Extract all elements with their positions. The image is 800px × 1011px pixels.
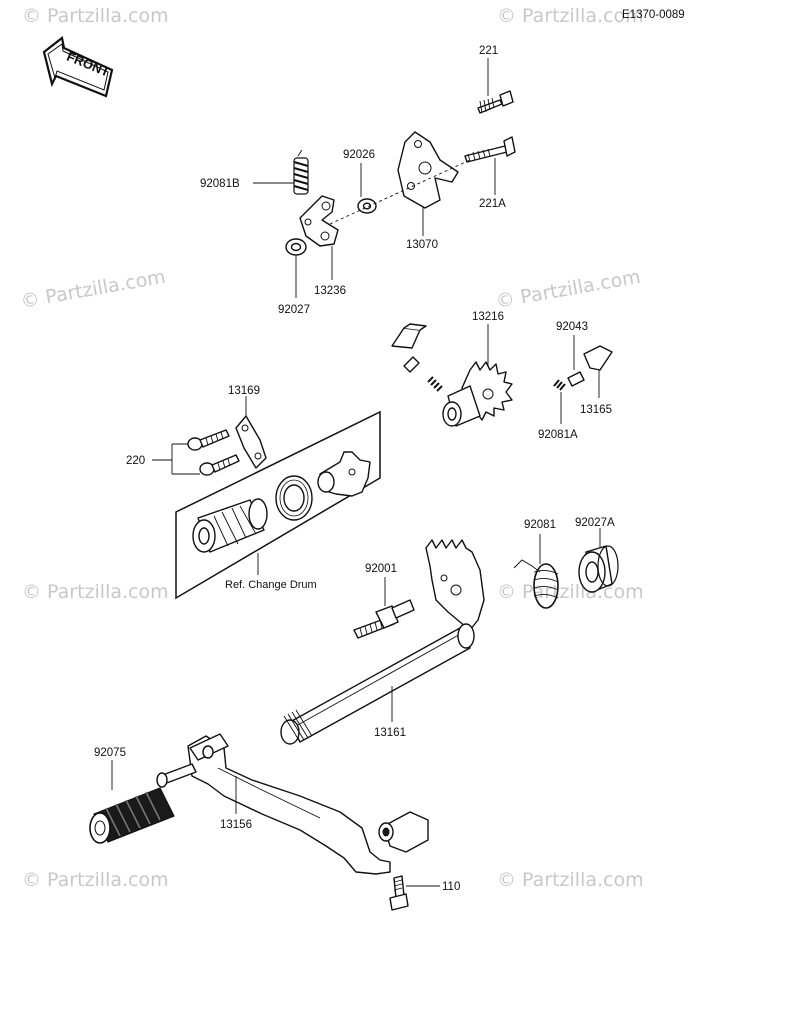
label-92001: 92001 <box>365 563 397 575</box>
collar-92027-icon <box>285 238 307 256</box>
label-92027: 92027 <box>278 304 310 316</box>
label-13165: 13165 <box>580 404 612 416</box>
cam-plate-icon <box>317 451 371 497</box>
washer-92026-icon <box>357 198 377 214</box>
pawl-13165-icon <box>583 345 613 371</box>
watermark: © Partzilla.com <box>19 266 167 313</box>
spring-92081B-icon <box>293 149 309 195</box>
shift-shaft-13161-icon <box>280 539 485 745</box>
screw-220-icon <box>187 429 230 451</box>
label-92075: 92075 <box>94 747 126 759</box>
gear-13216-icon <box>442 361 513 427</box>
spring-92081A-icon <box>553 379 566 391</box>
label-92026: 92026 <box>343 149 375 161</box>
rubber-92075-icon <box>89 787 175 844</box>
ref-change-drum-panel <box>175 410 381 600</box>
bearing-icon <box>275 475 313 521</box>
label-13236: 13236 <box>314 285 346 297</box>
label-110: 110 <box>442 881 460 893</box>
label-13156: 13156 <box>220 819 252 831</box>
label-92027A: 92027A <box>575 517 615 529</box>
screw-220-icon <box>199 454 240 476</box>
label-13161: 13161 <box>374 727 406 739</box>
spring-small-icon <box>427 376 443 392</box>
bolt-221A-icon <box>464 136 516 163</box>
plate-13169-icon <box>235 415 267 469</box>
bolt-92001-icon <box>353 599 415 639</box>
diagram-code: E1370-0089 <box>622 9 685 21</box>
watermark: © Partzilla.com <box>497 869 644 891</box>
pin-icon <box>403 356 420 373</box>
front-arrow-icon: FRONT <box>42 36 114 98</box>
label-92043: 92043 <box>556 321 588 333</box>
watermark: © Partzilla.com <box>22 869 169 891</box>
label-13169: 13169 <box>228 385 260 397</box>
label-220: 220 <box>126 455 145 467</box>
change-drum-icon <box>192 498 268 553</box>
label-221A: 221A <box>479 198 506 210</box>
watermark: © Partzilla.com <box>497 5 644 27</box>
watermark: © Partzilla.com <box>497 581 644 603</box>
label-221: 221 <box>479 45 498 57</box>
watermark: © Partzilla.com <box>22 581 169 603</box>
bolt-221-icon <box>477 90 514 114</box>
label-13070: 13070 <box>406 239 438 251</box>
pedal-13156-icon <box>156 733 429 875</box>
collar-92027A-icon <box>578 545 619 593</box>
spring-92081-icon <box>513 559 559 609</box>
watermark: © Partzilla.com <box>22 5 169 27</box>
pawl-icon <box>391 323 427 349</box>
watermark: © Partzilla.com <box>494 266 642 313</box>
label-92081: 92081 <box>524 519 556 531</box>
label-92081A: 92081A <box>538 429 578 441</box>
plate-13070-icon <box>397 131 459 209</box>
bolt-110-icon <box>389 875 409 911</box>
label-13216: 13216 <box>472 311 504 323</box>
pin-92043-icon <box>567 371 585 387</box>
label-92081B: 92081B <box>200 178 240 190</box>
link-13236-icon <box>299 195 339 247</box>
ref-label: Ref. Change Drum <box>225 579 317 591</box>
